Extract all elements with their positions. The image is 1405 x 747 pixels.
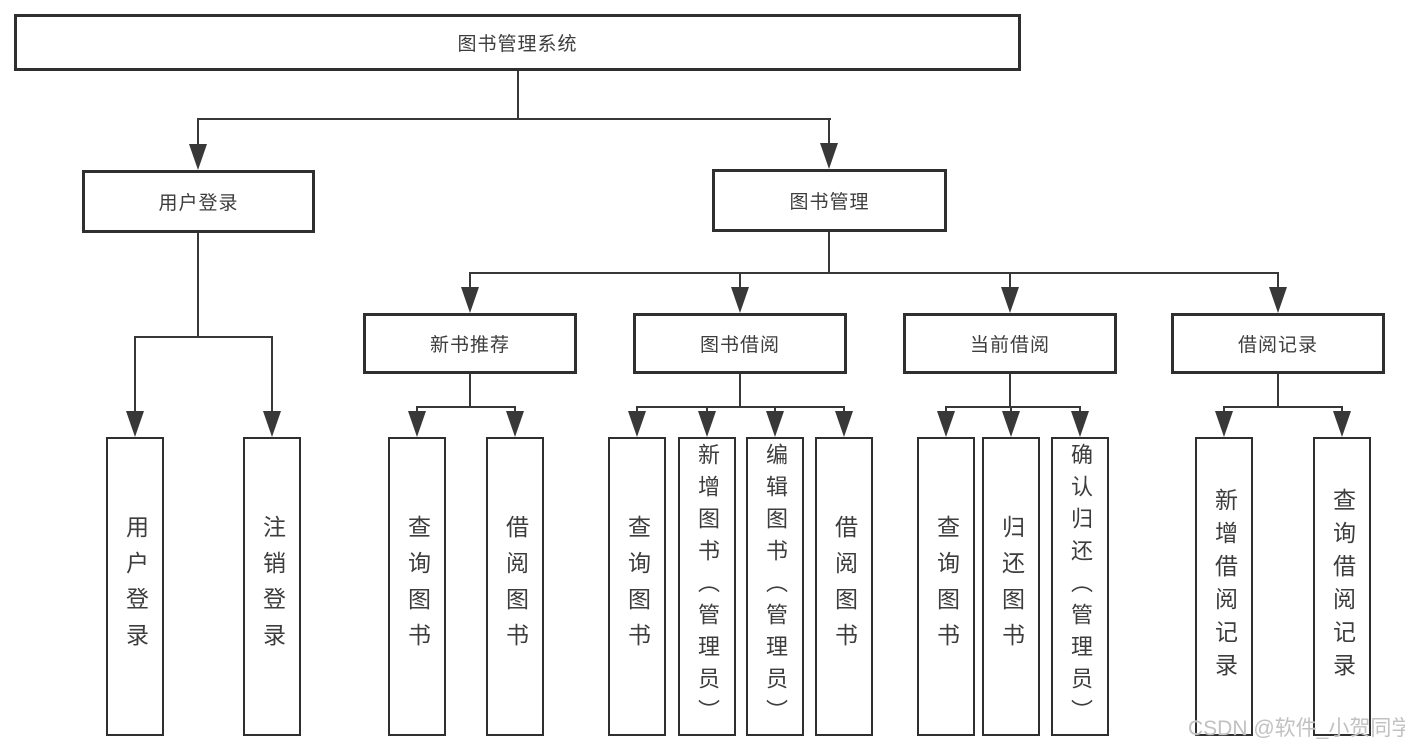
connector-stub-borrow-records — [1277, 274, 1279, 290]
arrowhead-current-borrow-icon — [1001, 287, 1019, 313]
connector-login-bus — [134, 336, 273, 338]
connector-stub-leaf-login — [134, 338, 136, 413]
node-book-management: 图书管理 — [712, 169, 947, 232]
connector-stub-book-borrow — [739, 274, 741, 290]
csdn-watermark: CSDN @软件_小贺同学 — [1188, 717, 1405, 740]
arrowhead-icon — [506, 411, 524, 437]
connector-newbook-bus — [416, 406, 516, 408]
leaf-query-book-current-label: 查询图书 — [933, 514, 960, 659]
leaf-logout-label: 注销登录 — [259, 514, 286, 659]
leaf-edit-book-admin-label: 编辑图书（管理员） — [763, 442, 788, 731]
node-borrow-records: 借阅记录 — [1171, 313, 1385, 374]
connector-level3-bus — [469, 272, 1279, 274]
arrowhead-new-book-icon — [461, 287, 479, 313]
leaf-query-book-newbook: 查询图书 — [388, 437, 446, 736]
connector-stub-leaf-logout — [271, 338, 273, 413]
node-user-login: 用户登录 — [82, 170, 315, 233]
connector-newbook-drop — [469, 374, 471, 406]
arrowhead-icon — [698, 411, 716, 437]
leaf-add-book-admin: 新增图书（管理员） — [678, 437, 736, 736]
leaf-edit-book-admin: 编辑图书（管理员） — [746, 437, 804, 736]
connector-mgmt-drop — [828, 232, 830, 274]
leaf-borrow-book: 借阅图书 — [815, 437, 873, 736]
leaf-add-book-admin-label: 新增图书（管理员） — [695, 442, 720, 731]
connector-root-bus — [197, 118, 831, 120]
connector-stub-book-mgmt — [828, 120, 830, 147]
arrowhead-icon — [1215, 411, 1233, 437]
connector-stub-current-borrow — [1009, 274, 1011, 290]
leaf-add-borrow-record: 新增借阅记录 — [1195, 437, 1253, 736]
leaf-query-book-newbook-label: 查询图书 — [404, 514, 431, 659]
node-current-borrow-label: 当前借阅 — [969, 335, 1050, 356]
node-current-borrow: 当前借阅 — [903, 313, 1117, 374]
node-new-book-recommend-label: 新书推荐 — [429, 335, 510, 356]
connector-records-drop — [1277, 374, 1279, 406]
leaf-return-book-label: 归还图书 — [998, 514, 1025, 659]
node-book-borrow: 图书借阅 — [633, 313, 847, 374]
arrowhead-leaf-login-icon — [126, 411, 144, 437]
connector-stub-new-book — [469, 274, 471, 290]
connector-records-bus — [1223, 406, 1343, 408]
arrowhead-leaf-logout-icon — [263, 411, 281, 437]
leaf-logout: 注销登录 — [243, 437, 301, 736]
arrowhead-book-mgmt-icon — [820, 143, 838, 169]
leaf-query-book-borrow: 查询图书 — [608, 437, 666, 736]
node-borrow-records-label: 借阅记录 — [1237, 335, 1318, 356]
arrowhead-icon — [628, 411, 646, 437]
arrowhead-icon — [835, 411, 853, 437]
connector-currentborrow-drop — [1009, 374, 1011, 406]
arrowhead-icon — [408, 411, 426, 437]
arrowhead-icon — [937, 411, 955, 437]
connector-currentborrow-bus — [945, 406, 1081, 408]
arrowhead-icon — [1071, 411, 1089, 437]
leaf-user-login: 用户登录 — [106, 437, 164, 736]
node-book-borrow-label: 图书借阅 — [699, 335, 780, 356]
arrowhead-book-borrow-icon — [731, 287, 749, 313]
node-root-label: 图书管理系统 — [457, 34, 578, 55]
arrowhead-icon — [1002, 411, 1020, 437]
leaf-borrow-book-newbook-label: 借阅图书 — [502, 514, 529, 659]
node-user-login-label: 用户登录 — [158, 193, 239, 214]
arrowhead-user-login-icon — [189, 144, 207, 170]
connector-root-drop — [517, 71, 519, 119]
arrowhead-icon — [766, 411, 784, 437]
leaf-borrow-book-newbook: 借阅图书 — [486, 437, 544, 736]
leaf-add-borrow-record-label: 新增借阅记录 — [1211, 487, 1238, 686]
leaf-query-book-borrow-label: 查询图书 — [624, 514, 651, 659]
node-new-book-recommend: 新书推荐 — [363, 313, 577, 374]
connector-stub-user-login — [197, 120, 199, 148]
node-root: 图书管理系统 — [14, 14, 1021, 71]
leaf-user-login-label: 用户登录 — [122, 514, 149, 659]
leaf-query-borrow-record-label: 查询借阅记录 — [1329, 487, 1356, 686]
leaf-borrow-book-label: 借阅图书 — [831, 514, 858, 659]
leaf-query-borrow-record: 查询借阅记录 — [1313, 437, 1371, 736]
leaf-confirm-return-admin-label: 确认归还（管理员） — [1068, 442, 1093, 731]
connector-login-drop — [197, 233, 199, 336]
leaf-confirm-return-admin: 确认归还（管理员） — [1051, 437, 1109, 736]
leaf-query-book-current: 查询图书 — [917, 437, 975, 736]
leaf-return-book: 归还图书 — [982, 437, 1040, 736]
node-book-management-label: 图书管理 — [789, 192, 870, 213]
connector-bookborrow-bus — [636, 406, 845, 408]
arrowhead-icon — [1333, 411, 1351, 437]
arrowhead-borrow-records-icon — [1269, 287, 1287, 313]
connector-bookborrow-drop — [739, 374, 741, 406]
